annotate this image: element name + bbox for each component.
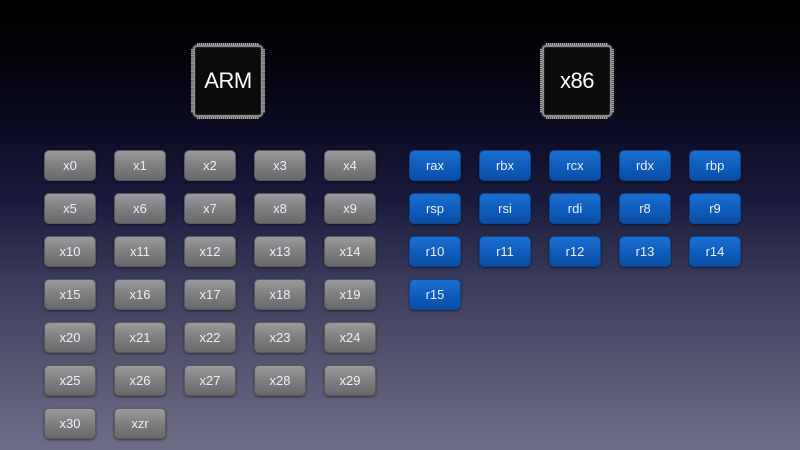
x86-register[interactable]: r15: [409, 279, 461, 310]
x86-register[interactable]: r10: [409, 236, 461, 267]
arm-register[interactable]: x17: [184, 279, 236, 310]
arm-register[interactable]: x13: [254, 236, 306, 267]
arm-register[interactable]: x28: [254, 365, 306, 396]
arm-register[interactable]: x27: [184, 365, 236, 396]
x86-register[interactable]: r11: [479, 236, 531, 267]
x86-register[interactable]: rbx: [479, 150, 531, 181]
x86-register[interactable]: r8: [619, 193, 671, 224]
arm-register[interactable]: x30: [44, 408, 96, 439]
arm-register[interactable]: x23: [254, 322, 306, 353]
arm-register[interactable]: x21: [114, 322, 166, 353]
arm-register[interactable]: x12: [184, 236, 236, 267]
arm-chip-label: ARM: [204, 68, 252, 93]
arm-register[interactable]: x14: [324, 236, 376, 267]
arm-register[interactable]: x5: [44, 193, 96, 224]
x86-register[interactable]: rax: [409, 150, 461, 181]
arm-register[interactable]: x1: [114, 150, 166, 181]
arm-register[interactable]: x29: [324, 365, 376, 396]
arm-register[interactable]: x24: [324, 322, 376, 353]
arm-register[interactable]: xzr: [114, 408, 166, 439]
arm-register[interactable]: x19: [324, 279, 376, 310]
arm-register[interactable]: x15: [44, 279, 96, 310]
arm-register[interactable]: x6: [114, 193, 166, 224]
x86-register[interactable]: rdi: [549, 193, 601, 224]
arm-register[interactable]: x18: [254, 279, 306, 310]
chip-pins: [191, 49, 193, 113]
arm-register-grid: x0 x1 x2 x3 x4 x5 x6 x7 x8 x9 x10 x11 x1…: [44, 150, 376, 439]
arm-register[interactable]: x9: [324, 193, 376, 224]
x86-register[interactable]: r13: [619, 236, 671, 267]
x86-register[interactable]: r9: [689, 193, 741, 224]
arm-register[interactable]: x20: [44, 322, 96, 353]
arm-register[interactable]: x25: [44, 365, 96, 396]
arm-register[interactable]: x4: [324, 150, 376, 181]
x86-register[interactable]: rsp: [409, 193, 461, 224]
chip-pins: [263, 49, 265, 113]
x86-register[interactable]: rdx: [619, 150, 671, 181]
x86-register-grid: rax rbx rcx rdx rbp rsp rsi rdi r8 r9 r1…: [409, 150, 741, 310]
arm-register[interactable]: x22: [184, 322, 236, 353]
arm-register[interactable]: x16: [114, 279, 166, 310]
arm-register[interactable]: x26: [114, 365, 166, 396]
arm-register[interactable]: x0: [44, 150, 96, 181]
x86-chip-icon: x86: [540, 43, 614, 119]
arm-chip-icon: ARM: [191, 43, 265, 119]
x86-register[interactable]: r12: [549, 236, 601, 267]
arm-register[interactable]: x7: [184, 193, 236, 224]
x86-chip-label: x86: [560, 68, 594, 93]
chip-pins: [540, 49, 542, 113]
x86-register[interactable]: rbp: [689, 150, 741, 181]
arm-register[interactable]: x3: [254, 150, 306, 181]
arm-register[interactable]: x11: [114, 236, 166, 267]
x86-register[interactable]: rsi: [479, 193, 531, 224]
arm-register[interactable]: x2: [184, 150, 236, 181]
chip-pins: [612, 49, 614, 113]
arm-register[interactable]: x8: [254, 193, 306, 224]
x86-register[interactable]: rcx: [549, 150, 601, 181]
x86-register[interactable]: r14: [689, 236, 741, 267]
arm-register[interactable]: x10: [44, 236, 96, 267]
